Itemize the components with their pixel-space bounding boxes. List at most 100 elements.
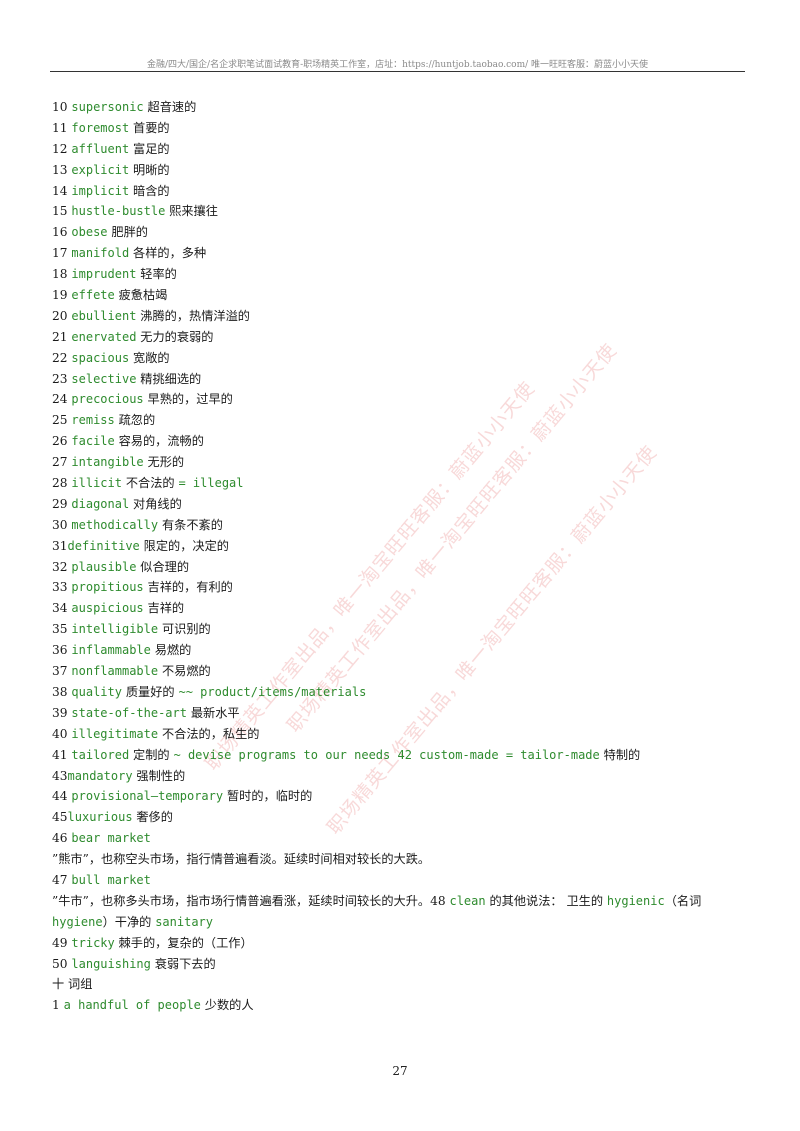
- line-text: ”熊市”，也称空头市场，指行情普遍看淡。延续时间相对较长的大跌。: [52, 852, 431, 867]
- line-text: 1: [52, 998, 64, 1013]
- line-text: 30: [52, 517, 72, 532]
- line-text: 有条不紊的: [158, 517, 223, 532]
- vocab-line: 14 implicit 暗含的: [52, 181, 752, 202]
- english-term: obese: [71, 225, 108, 240]
- english-term: ~~ product/items/materials: [178, 684, 367, 699]
- line-text: 22: [52, 350, 72, 365]
- vocab-line: 31definitive 限定的，决定的: [52, 536, 752, 557]
- english-term: definitive: [67, 538, 140, 553]
- vocab-line: 21 enervated 无力的衰弱的: [52, 327, 752, 348]
- english-term: clean: [449, 893, 486, 908]
- vocab-line: ”牛市”，也称多头市场，指市场行情普遍看涨，延续时间较长的大升。48 clean…: [52, 891, 752, 933]
- english-term: enervated: [71, 329, 137, 344]
- line-text: 精挑细选的: [136, 371, 202, 386]
- line-text: 不合法的: [121, 476, 179, 491]
- english-term: selective: [71, 371, 137, 386]
- english-term: inflammable: [71, 643, 151, 658]
- line-text: 超音速的: [143, 100, 197, 114]
- english-term: nonflammable: [71, 664, 159, 679]
- vocab-line: 41 tailored 定制的 ~ devise programs to our…: [52, 745, 752, 766]
- english-term: languishing: [71, 956, 151, 971]
- english-term: sanitary: [155, 914, 213, 929]
- vocab-line: 43mandatory 强制性的: [52, 766, 752, 787]
- english-term: diagonal: [71, 496, 130, 511]
- vocab-line: 26 facile 容易的，流畅的: [52, 431, 752, 452]
- line-text: 44: [52, 789, 72, 804]
- vocab-line: 11 foremost 首要的: [52, 118, 752, 139]
- english-term: imprudent: [71, 267, 137, 282]
- english-term: foremost: [71, 120, 130, 135]
- english-term: precocious: [71, 392, 144, 407]
- english-term: state-of-the-art: [71, 705, 187, 720]
- vocab-line: 34 auspicious 吉祥的: [52, 598, 752, 619]
- line-text: 38: [52, 684, 72, 699]
- line-text: 可识别的: [158, 622, 211, 637]
- line-text: 沸腾的，热情洋溢的: [136, 308, 250, 323]
- english-term: manifold: [71, 246, 130, 261]
- line-text: 宽敞的: [129, 350, 170, 365]
- vocab-line: 28 illicit 不合法的 = illegal: [52, 473, 752, 494]
- line-text: 奢侈的: [132, 810, 173, 825]
- line-text: 衰弱下去的: [150, 956, 216, 971]
- english-term: auspicious: [71, 601, 144, 616]
- english-term: explicit: [71, 162, 130, 177]
- vocab-line: 49 tricky 棘手的，复杂的（工作）: [52, 933, 752, 954]
- vocab-line: 24 precocious 早熟的，过早的: [52, 389, 752, 410]
- line-text: （名词: [664, 893, 702, 908]
- line-text: 暂时的，临时的: [223, 789, 313, 804]
- vocab-line: 33 propitious 吉祥的，有利的: [52, 577, 752, 598]
- line-text: 吉祥的: [143, 601, 185, 616]
- line-text: 疏忽的: [114, 413, 156, 428]
- line-text: 的其他说法： 卫生的: [485, 893, 607, 908]
- english-term: implicit: [71, 183, 130, 198]
- vocab-line: 45luxurious 奢侈的: [52, 807, 752, 828]
- vocab-line: 19 effete 疲惫枯竭: [52, 285, 752, 306]
- line-text: 少数的人: [200, 998, 254, 1013]
- line-text: 29: [52, 496, 72, 511]
- line-text: 早熟的，过早的: [143, 392, 233, 407]
- line-text: 43: [52, 768, 68, 783]
- vocab-line: 46 bear market: [52, 828, 752, 849]
- vocab-line: 22 spacious 宽敞的: [52, 348, 752, 369]
- vocab-line: 十 词组: [52, 974, 752, 995]
- line-text: 40: [52, 726, 72, 741]
- line-text: ）干净的: [102, 914, 156, 929]
- english-term: quality: [71, 684, 122, 699]
- english-term: tailored: [71, 747, 130, 762]
- english-term: ~ devise programs to our needs 42 custom…: [173, 747, 600, 762]
- line-text: 似合理的: [136, 559, 190, 574]
- vocab-line: 18 imprudent 轻率的: [52, 264, 752, 285]
- line-text: 最新水平: [186, 705, 240, 720]
- line-text: 各样的，多种: [129, 246, 207, 261]
- line-text: 28: [52, 476, 72, 491]
- line-text: 易燃的: [150, 643, 192, 658]
- line-text: 十 词组: [52, 977, 93, 992]
- line-text: 11: [52, 120, 72, 135]
- line-text: 37: [52, 664, 72, 679]
- english-term: bear market: [71, 831, 151, 846]
- line-text: 35: [52, 622, 72, 637]
- line-text: 限定的，决定的: [139, 538, 229, 553]
- line-text: 熙来攘往: [165, 204, 218, 219]
- vocab-line: 13 explicit 明晰的: [52, 160, 752, 181]
- line-text: 容易的，流畅的: [114, 434, 204, 449]
- english-term: methodically: [71, 517, 159, 532]
- line-text: 特制的: [599, 747, 641, 762]
- line-text: 肥胖的: [107, 225, 148, 240]
- english-term: propitious: [71, 580, 144, 595]
- vocab-line: 23 selective 精挑细选的: [52, 369, 752, 390]
- line-text: 12: [52, 141, 72, 156]
- line-text: 45: [52, 810, 68, 825]
- english-term: affluent: [71, 141, 130, 156]
- line-text: 15: [52, 204, 72, 219]
- line-text: 不合法的，私生的: [158, 726, 260, 741]
- english-term: tricky: [71, 935, 115, 950]
- vocab-line: 20 ebullient 沸腾的，热情洋溢的: [52, 306, 752, 327]
- english-term: = illegal: [178, 476, 244, 491]
- vocab-line: 38 quality 质量好的 ~~ product/items/materia…: [52, 682, 752, 703]
- line-text: 25: [52, 413, 72, 428]
- english-term: illegitimate: [71, 726, 159, 741]
- line-text: 21: [52, 329, 72, 344]
- english-term: ebullient: [71, 308, 137, 323]
